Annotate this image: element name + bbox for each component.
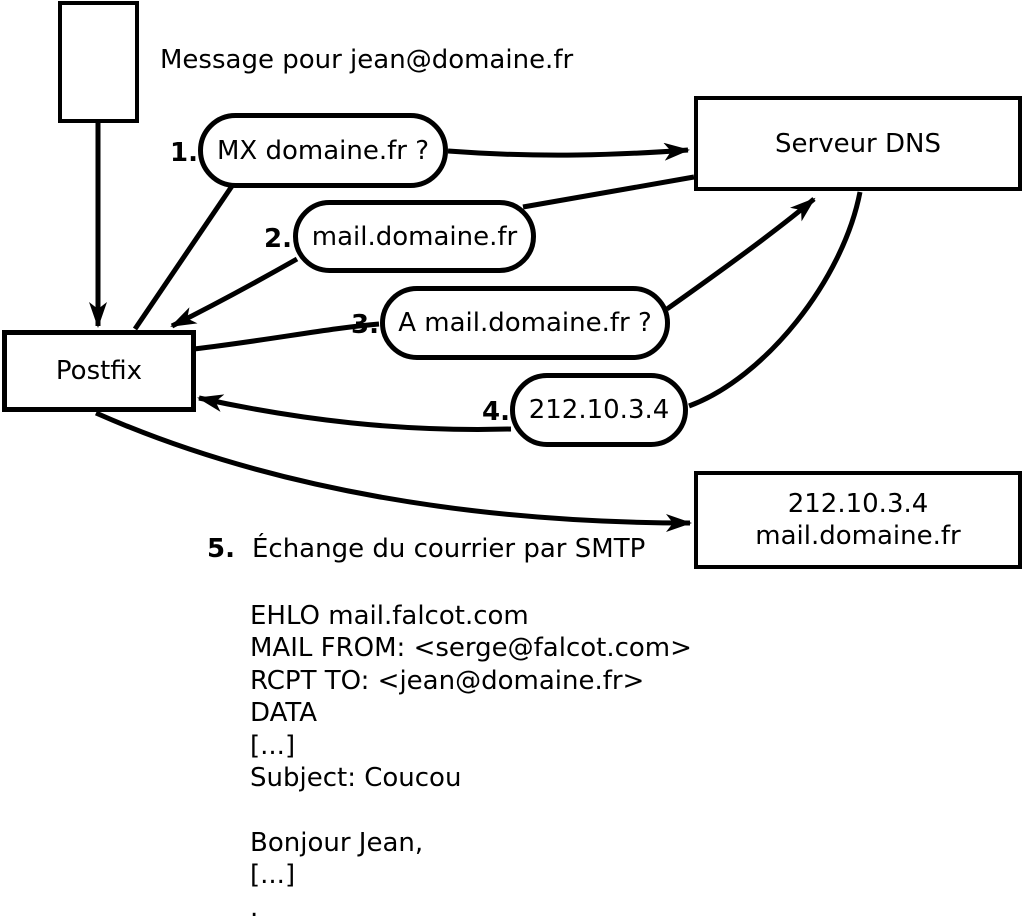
step-4-number: 4. xyxy=(482,397,510,427)
mail-server-ip: 212.10.3.4 xyxy=(787,489,929,519)
smtp-line: MAIL FROM: <serge@falcot.com> xyxy=(250,633,692,664)
step-1-number: 1. xyxy=(170,138,198,168)
mail-server-box: 212.10.3.4 mail.domaine.fr xyxy=(694,471,1022,569)
postfix-label: Postfix xyxy=(55,356,143,386)
step-5-label: Échange du courrier par SMTP xyxy=(251,534,646,564)
step-5-caption: 5. Échange du courrier par SMTP xyxy=(207,533,645,566)
step-3-bubble: A mail.domaine.fr ? xyxy=(380,286,670,360)
mail-server-hostname: mail.domaine.fr xyxy=(755,521,961,551)
smtp-line: RCPT TO: <jean@domaine.fr> xyxy=(250,665,645,696)
smtp-line: DATA xyxy=(250,698,317,729)
arrow-mx-query-to-dns xyxy=(447,142,690,161)
line-postfix-to-a-query xyxy=(193,321,380,352)
smtp-line: . xyxy=(250,892,259,919)
dns-server-label: Serveur DNS xyxy=(775,128,941,159)
dns-server-box: Serveur DNS xyxy=(694,96,1022,191)
smtp-line xyxy=(250,794,692,826)
arrow-mx-reply-to-postfix xyxy=(170,256,299,329)
message-label: Message pour jean@domaine.fr xyxy=(160,45,574,75)
arrow-a-reply-to-postfix xyxy=(197,394,512,432)
arrow-a-query-to-dns xyxy=(665,197,816,312)
step-3-number: 3. xyxy=(351,310,379,340)
postfix-box: Postfix xyxy=(2,330,196,412)
line-dns-to-mx-reply xyxy=(522,174,695,210)
smtp-session-transcript: EHLO mail.falcot.com MAIL FROM: <serge@f… xyxy=(250,600,692,919)
step-5-number: 5. xyxy=(207,534,235,564)
step-3-label: A mail.domaine.fr ? xyxy=(398,308,652,338)
step-4-bubble: 212.10.3.4 xyxy=(510,373,688,447)
step-1-bubble: MX domaine.fr ? xyxy=(198,113,448,188)
smtp-line: Subject: Coucou xyxy=(250,763,462,794)
line-dns-to-a-reply xyxy=(688,191,863,409)
sender-host-box xyxy=(58,1,139,123)
step-2-label: mail.domaine.fr xyxy=(311,221,518,252)
step-2-number: 2. xyxy=(264,224,292,254)
smtp-line: EHLO mail.falcot.com xyxy=(250,601,529,631)
smtp-line: [...] xyxy=(250,860,296,891)
arrow-smtp-to-mailserver xyxy=(94,410,692,532)
step-1-label: MX domaine.fr ? xyxy=(216,135,430,166)
step-2-bubble: mail.domaine.fr xyxy=(293,200,536,273)
smtp-line: Bonjour Jean, xyxy=(250,827,424,858)
line-postfix-to-mx-query xyxy=(132,184,235,331)
smtp-line: [...] xyxy=(250,730,296,761)
step-4-label: 212.10.3.4 xyxy=(528,395,670,425)
